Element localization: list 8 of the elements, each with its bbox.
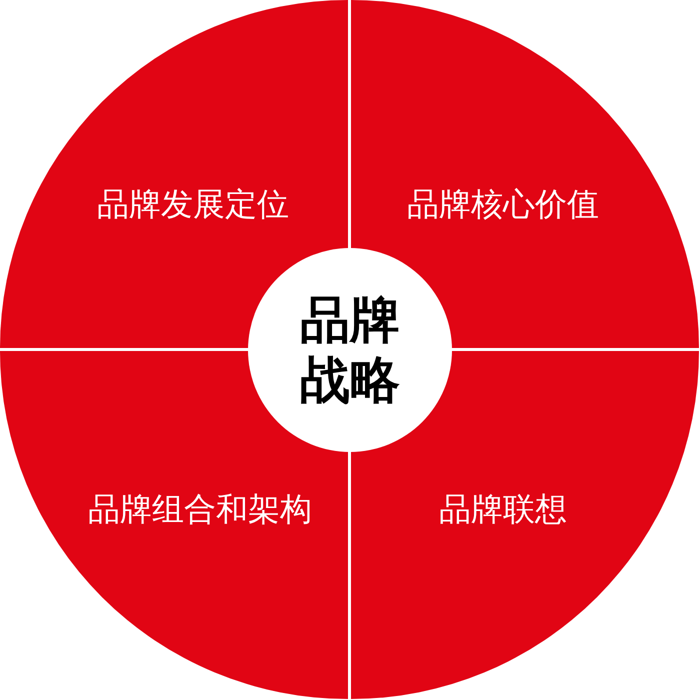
segment-label: 品牌联想 xyxy=(439,489,567,530)
center-label: 品牌战略 xyxy=(299,290,401,410)
quadrant-segment xyxy=(0,351,348,699)
segment-label: 品牌发展定位 xyxy=(97,184,289,225)
segment-label: 品牌核心价值 xyxy=(407,184,599,225)
quadrant-segment xyxy=(351,351,699,699)
segment-label: 品牌组合和架构 xyxy=(88,489,312,530)
quadrant-segment xyxy=(351,0,699,348)
